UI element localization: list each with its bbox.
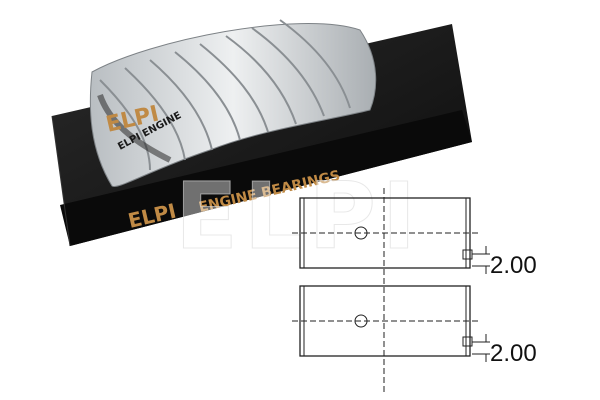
box-edge bbox=[51, 115, 71, 247]
upper-oil-hole bbox=[354, 226, 368, 240]
shell-shadow bbox=[97, 93, 172, 163]
shell-curve bbox=[99, 79, 151, 171]
technical-drawing bbox=[292, 188, 490, 392]
box-front-face bbox=[60, 110, 472, 246]
lower-dimension-label: 2.00 bbox=[490, 340, 537, 367]
upper-shell-outline bbox=[299, 197, 471, 269]
shell-curve bbox=[279, 19, 351, 109]
lower-shell-outline bbox=[299, 285, 471, 357]
shell-curve bbox=[199, 43, 269, 133]
bearing-shell-stack: ELPI ENGINE bbox=[89, 19, 377, 188]
upper-dimension-label: 2.00 bbox=[490, 252, 537, 279]
shell-curve bbox=[225, 35, 297, 125]
shell-curve bbox=[149, 59, 213, 151]
shell-curve bbox=[251, 27, 325, 117]
shell-curve bbox=[124, 67, 186, 161]
shell-stack-body bbox=[89, 23, 377, 188]
shell-curve bbox=[174, 51, 241, 141]
watermark-text: ELPI bbox=[175, 163, 422, 270]
lower-oil-hole bbox=[354, 314, 368, 328]
